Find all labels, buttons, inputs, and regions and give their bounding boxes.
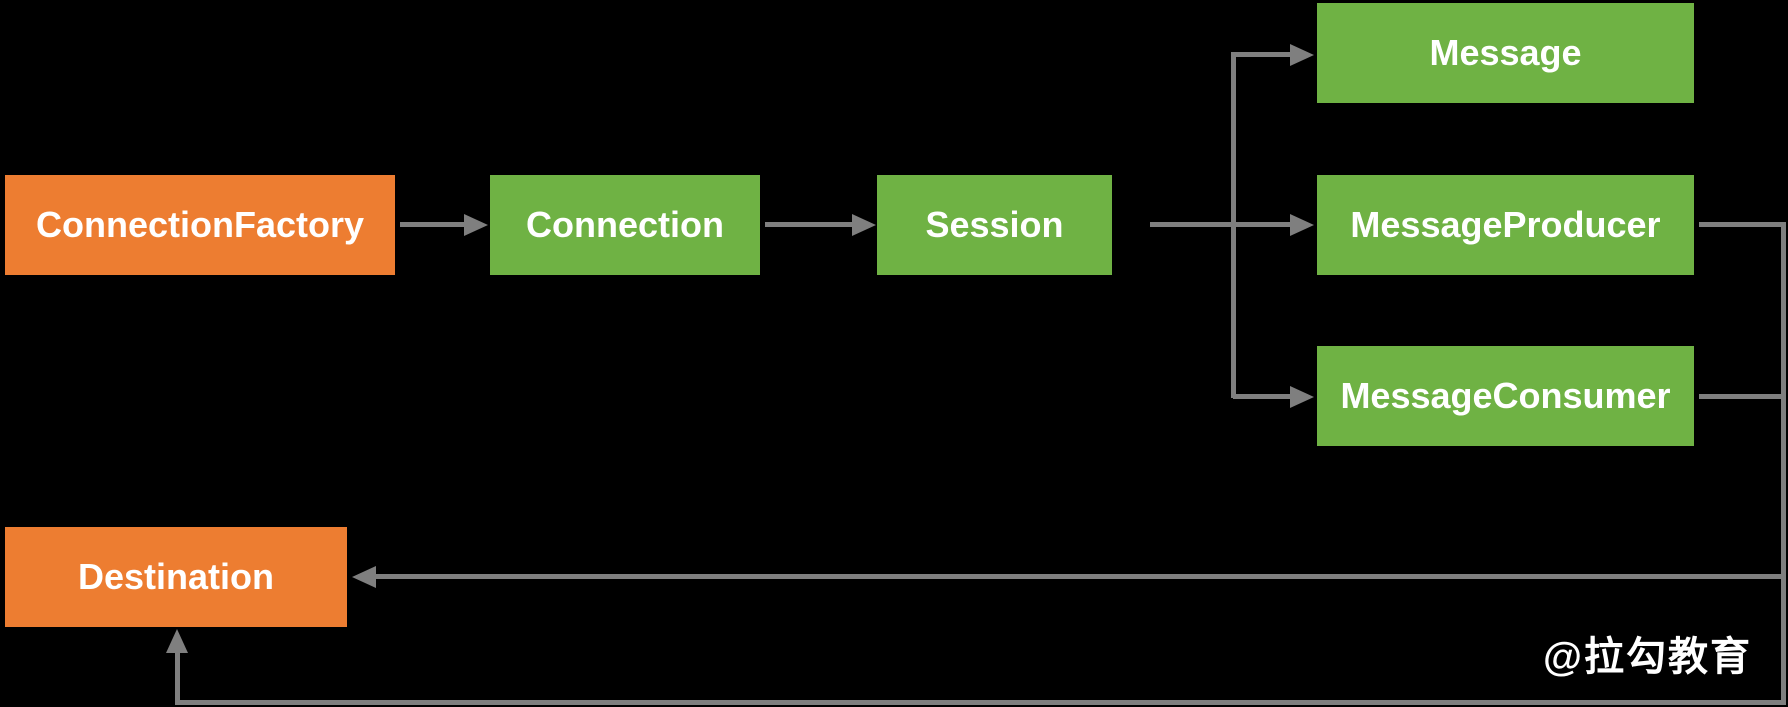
arrowhead-into-message-producer-icon: [1290, 214, 1314, 236]
node-destination: Destination: [5, 527, 347, 627]
arrowhead-into-message-icon: [1290, 44, 1314, 66]
bottom-baseline-line: [175, 700, 1786, 705]
arrowhead-into-destination-side-icon: [352, 566, 376, 588]
edge-session-consumer-line: [1233, 394, 1290, 399]
arrowhead-into-session-icon: [852, 214, 876, 236]
node-connection: Connection: [490, 175, 760, 275]
arrowhead-into-message-consumer-icon: [1290, 386, 1314, 408]
watermark-text: @拉勾教育: [1543, 635, 1753, 679]
node-connection-factory: ConnectionFactory: [5, 175, 395, 275]
edge-producer-exit-line: [1699, 222, 1786, 227]
node-session: Session: [877, 175, 1112, 275]
branch-vertical-line: [1231, 52, 1236, 398]
node-message: Message: [1317, 3, 1694, 103]
node-message-producer: MessageProducer: [1317, 175, 1694, 275]
edge-consumer-exit-line: [1699, 394, 1786, 399]
edge-rail-destination-side-line: [376, 574, 1781, 579]
arrowhead-into-destination-bottom-icon: [166, 629, 188, 653]
edge-baseline-destination-line: [175, 652, 180, 700]
arrowhead-into-connection-icon: [464, 214, 488, 236]
edge-session-producer-line: [1150, 222, 1290, 227]
edge-session-message-line: [1233, 52, 1290, 57]
edge-factory-connection-line: [400, 222, 464, 227]
right-rail-vertical-line: [1781, 222, 1786, 705]
edge-connection-session-line: [765, 222, 852, 227]
node-message-consumer: MessageConsumer: [1317, 346, 1694, 446]
